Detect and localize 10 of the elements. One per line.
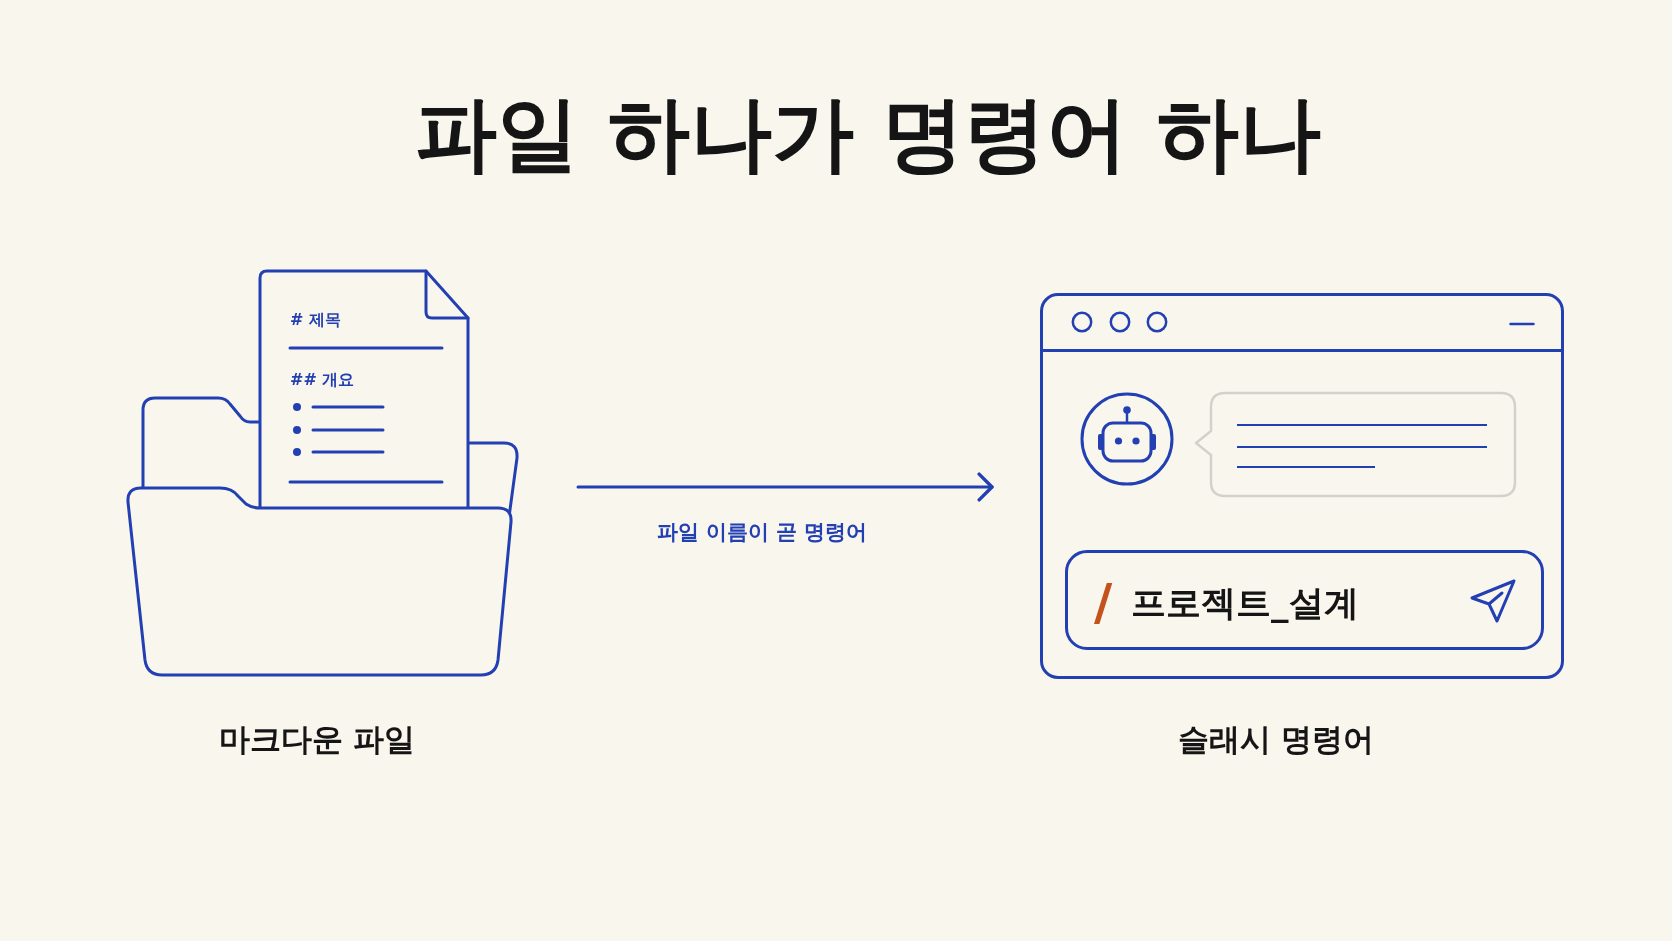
app-window [1040,293,1564,679]
node-label: 마크다운 파일 [218,722,416,758]
command-input [1065,550,1544,650]
markdown-heading: # 제목 [290,310,341,330]
arrow [576,472,994,502]
markdown-heading: ## 개요 [290,370,355,390]
node-label: 슬래시 명령어 [1177,722,1375,758]
slash-mark: / [1094,574,1113,632]
title: 파일 하나가 명령어 하나 [415,86,1321,182]
command-text: 프로젝트_설계 [1131,582,1359,624]
